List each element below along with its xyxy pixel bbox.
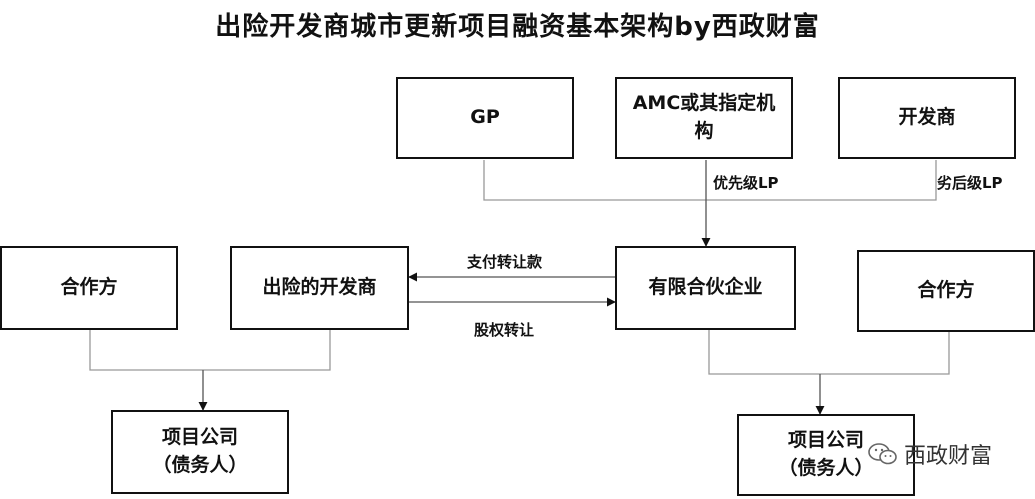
- wechat-icon: [868, 443, 897, 465]
- label-equity-transfer: 股权转让: [474, 321, 535, 339]
- label-pay-transfer: 支付转让款: [467, 253, 543, 271]
- node-partner-left: 合作方: [0, 246, 178, 330]
- right-merge-connector: [708, 330, 950, 375]
- watermark-text: 西政财富: [904, 444, 993, 469]
- gp-connector: [483, 160, 937, 201]
- watermark: 西政财富: [868, 438, 992, 470]
- node-developer: 开发商: [838, 77, 1016, 159]
- node-gp: GP: [396, 77, 574, 159]
- node-partner-right: 合作方: [857, 250, 1035, 332]
- label-senior-lp: 优先级LP: [713, 174, 779, 192]
- left-merge-connector: [89, 330, 331, 371]
- diagram-title: 出险开发商城市更新项目融资基本架构by西政财富: [215, 12, 820, 42]
- label-junior-lp: 劣后级LP: [937, 174, 1003, 192]
- node-project-company-left: 项目公司 （债务人）: [111, 410, 289, 494]
- node-distressed-developer: 出险的开发商: [230, 246, 409, 330]
- node-limited-partnership: 有限合伙企业: [615, 246, 796, 330]
- node-amc: AMC或其指定机 构: [615, 77, 793, 159]
